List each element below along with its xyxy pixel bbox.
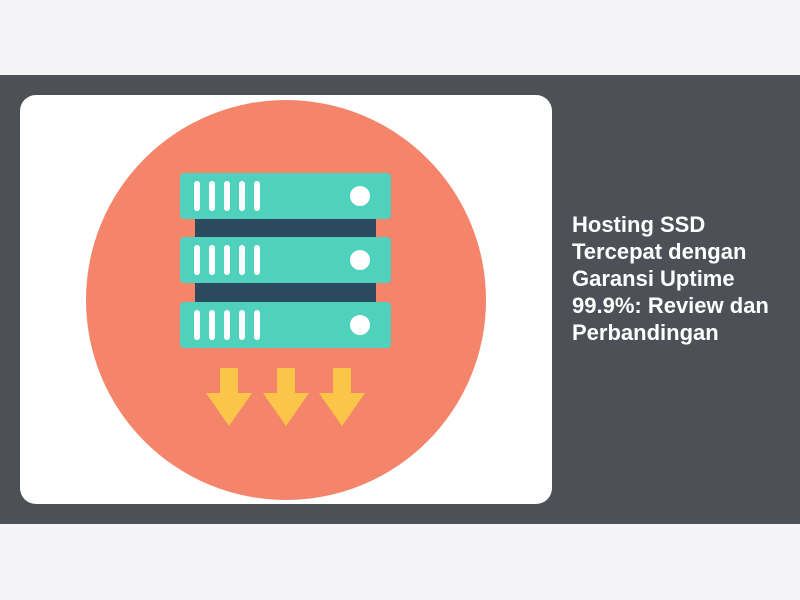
post-title: Hosting SSD Tercepat dengan Garansi Upti…	[572, 211, 782, 346]
server-unit	[180, 173, 391, 219]
server-gap	[195, 215, 376, 241]
server-gap	[195, 280, 376, 306]
featured-image[interactable]	[20, 95, 552, 504]
download-arrows-icon	[206, 368, 365, 426]
server-unit	[180, 302, 391, 348]
post-title-link[interactable]: Hosting SSD Tercepat dengan Garansi Upti…	[572, 212, 769, 345]
featured-post-band: Hosting SSD Tercepat dengan Garansi Upti…	[0, 75, 800, 524]
server-unit	[180, 237, 391, 283]
server-rack-download-icon	[86, 100, 486, 500]
